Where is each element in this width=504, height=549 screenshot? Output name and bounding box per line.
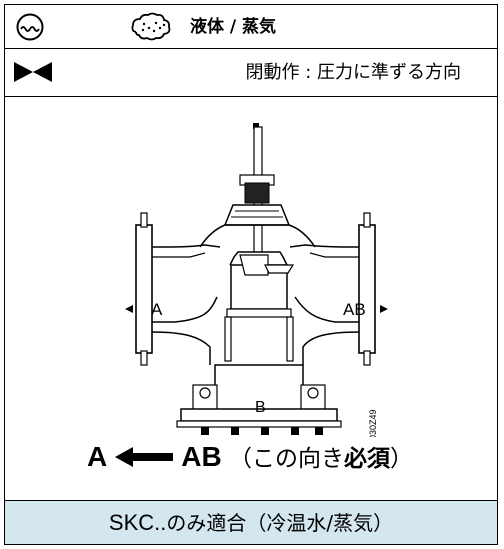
port-ab-label: AB xyxy=(343,300,366,319)
closing-direction-label: 閉動作 : 圧力に準ずる方向 xyxy=(245,62,461,83)
medium-row: 液体 / 蒸気 xyxy=(5,5,497,49)
arrow-left-icon xyxy=(115,447,174,467)
port-b-label: B xyxy=(255,399,266,416)
valve-cross-section-drawing: A AB B 4030Z49 xyxy=(125,123,388,437)
closing-row: 閉動作 : 圧力に準ずる方向 xyxy=(5,49,497,97)
flow-from-port: A xyxy=(87,441,108,472)
compatibility-label: SKC..のみ適合（冷温水/蒸気） xyxy=(5,508,497,538)
medium-label: 液体 / 蒸気 xyxy=(190,17,277,37)
compatibility-text: のみ適合（冷温水/蒸気） xyxy=(166,511,394,535)
valve-symbol-icon xyxy=(14,62,52,82)
water-icon xyxy=(16,13,44,41)
flow-direction-line: A AB （この向き必須） xyxy=(5,441,495,475)
flow-to-port: AB xyxy=(181,441,222,472)
port-a-label: A xyxy=(151,300,163,319)
actuator-model: SKC.. xyxy=(108,510,167,535)
flow-note-suffix: ） xyxy=(390,446,413,472)
valve-info-card: 液体 / 蒸気 閉動作 : 圧力に準ずる方向 xyxy=(4,4,498,545)
compatibility-footer: SKC..のみ適合（冷温水/蒸気） xyxy=(5,501,497,544)
figure-code: 4030Z49 xyxy=(368,409,378,437)
flow-note-required: 必須 xyxy=(344,446,390,472)
steam-icon xyxy=(131,12,171,41)
flow-note-prefix: （この向き xyxy=(229,446,344,472)
